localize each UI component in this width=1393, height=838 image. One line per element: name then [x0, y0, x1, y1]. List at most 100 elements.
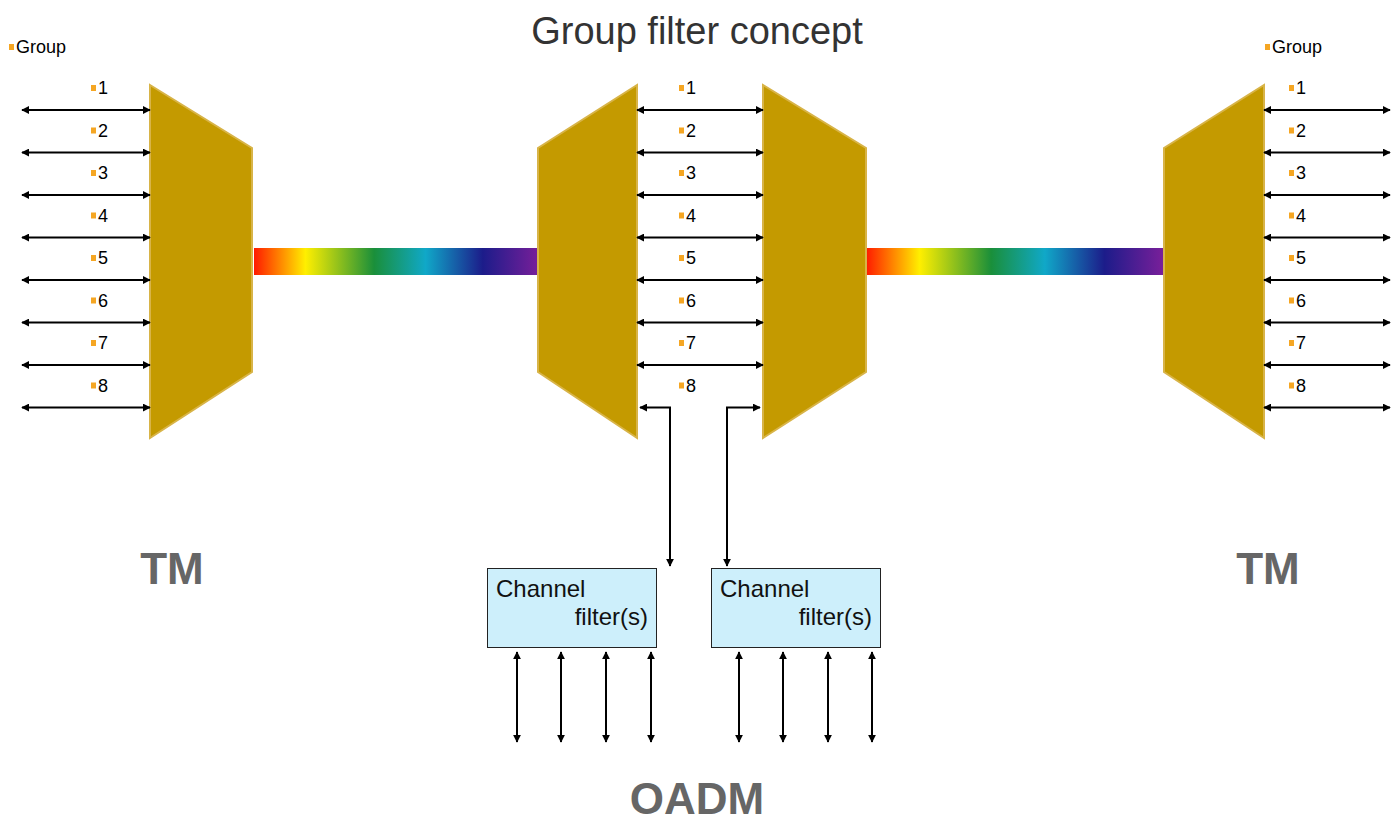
port-arrow: [22, 407, 150, 409]
port-arrow: [22, 237, 150, 239]
group-label: 3: [98, 163, 108, 183]
port-arrow: [560, 652, 562, 742]
bullet: [1289, 298, 1294, 304]
port-arrow: [637, 109, 763, 111]
mux-trapezoid: [150, 85, 252, 438]
mux-trapezoid: [763, 85, 866, 438]
port-arrow: [637, 237, 763, 239]
bullet: [1289, 383, 1294, 389]
diagram-title: Group filter concept: [531, 10, 863, 53]
mux-trapezoid: [1164, 85, 1264, 438]
group-label: 1: [686, 78, 696, 98]
group-label: 7: [1296, 333, 1306, 353]
group-label: 3: [686, 163, 696, 183]
group-label: Group: [1272, 37, 1322, 57]
bullet: [1289, 128, 1294, 134]
bullet: [679, 298, 684, 304]
filter-box: Channel filter(s): [487, 568, 657, 648]
port-arrow: [22, 109, 150, 111]
port-arrow: [637, 322, 763, 324]
group-label: 1: [98, 78, 108, 98]
bullet: [91, 298, 96, 304]
port-arrow: [516, 652, 518, 742]
bullet: [91, 383, 96, 389]
group-label: 5: [1296, 248, 1306, 268]
port-arrow: [871, 652, 873, 742]
port-arrow: [1264, 152, 1390, 154]
group-label: 1: [1296, 78, 1306, 98]
bullet: [679, 340, 684, 346]
fiber: [254, 248, 540, 275]
port-arrow: [637, 279, 763, 281]
group-label: 8: [686, 376, 696, 396]
port-arrow: [738, 652, 740, 742]
port-arrow: [22, 322, 150, 324]
bullet: [679, 383, 684, 389]
port-arrow: [727, 408, 760, 567]
bullet: [91, 255, 96, 261]
station-label: TM: [140, 544, 204, 594]
port-arrow: [1264, 407, 1390, 409]
bullets: [9, 44, 1294, 389]
port-arrow: [650, 652, 652, 742]
group-label: 6: [1296, 291, 1306, 311]
group-label: 8: [1296, 376, 1306, 396]
bullet: [91, 213, 96, 219]
port-arrow: [1264, 322, 1390, 324]
group-label: 2: [1296, 121, 1306, 141]
bullet: [679, 213, 684, 219]
port-arrow: [637, 364, 763, 366]
mux-trapezoid: [538, 85, 637, 438]
bullet: [679, 85, 684, 91]
fiber: [866, 248, 1164, 275]
bullet: [1289, 170, 1294, 176]
bullet: [1289, 255, 1294, 261]
group-label: 7: [98, 333, 108, 353]
bullet: [679, 170, 684, 176]
port-arrow: [1264, 109, 1390, 111]
port-arrow: [22, 364, 150, 366]
group-label: 7: [686, 333, 696, 353]
bullet: [91, 85, 96, 91]
bullet: [91, 340, 96, 346]
group-label: 4: [98, 206, 108, 226]
bullet: [1289, 340, 1294, 346]
bullet: [9, 44, 14, 50]
bullet: [1265, 44, 1270, 50]
bullet: [679, 255, 684, 261]
port-arrow: [1264, 237, 1390, 239]
group-label: 3: [1296, 163, 1306, 183]
port-arrow: [1264, 364, 1390, 366]
group-label: 5: [686, 248, 696, 268]
port-arrow: [605, 652, 607, 742]
group-label: 2: [98, 121, 108, 141]
group-label: 8: [98, 376, 108, 396]
bullet: [91, 170, 96, 176]
port-arrow: [1264, 194, 1390, 196]
bullet: [679, 128, 684, 134]
port-arrow: [827, 652, 829, 742]
station-label: OADM: [630, 774, 764, 824]
bullet: [1289, 85, 1294, 91]
group-label: 4: [1296, 206, 1306, 226]
port-arrows: [22, 110, 1390, 742]
port-arrow: [22, 279, 150, 281]
group-label: 2: [686, 121, 696, 141]
group-label: 4: [686, 206, 696, 226]
port-arrow: [22, 194, 150, 196]
bullet: [1289, 213, 1294, 219]
group-label: 6: [686, 291, 696, 311]
port-arrow: [637, 152, 763, 154]
port-arrow: [782, 652, 784, 742]
port-arrow: [640, 408, 670, 567]
station-label: TM: [1236, 544, 1300, 594]
box-text: Channel filter(s): [496, 575, 648, 631]
box-text: Channel filter(s): [720, 575, 872, 631]
port-arrow: [1264, 279, 1390, 281]
port-arrow: [22, 152, 150, 154]
group-label: Group: [16, 37, 66, 57]
port-arrow: [637, 194, 763, 196]
group-label: 5: [98, 248, 108, 268]
